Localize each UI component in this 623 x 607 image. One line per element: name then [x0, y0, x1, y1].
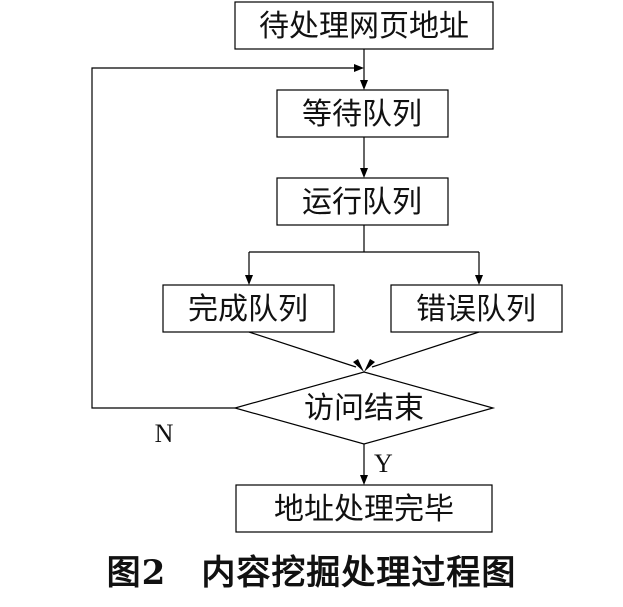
arrowhead-decision-left [353, 359, 364, 372]
node-error-queue-label: 错误队列 [416, 292, 536, 327]
edge-label-no: N [155, 419, 174, 448]
arrowhead-run [360, 168, 368, 178]
node-run-queue-box [276, 177, 449, 226]
arrowhead-done [245, 275, 253, 285]
edge-done-to-decision [248, 331, 357, 368]
node-start-box [234, 1, 494, 50]
node-decision-label: 访问结束 [304, 391, 424, 426]
node-run-queue-label: 运行队列 [302, 185, 422, 220]
node-done-queue-box [162, 284, 335, 333]
edge-no-loop [91, 67, 354, 409]
node-wait-queue-box [276, 89, 449, 138]
figure-caption: 图2 内容挖掘处理过程图 [106, 553, 517, 593]
node-error-queue-box [390, 284, 563, 333]
edge-error-to-decision [371, 331, 480, 368]
node-end-box [235, 484, 493, 533]
arrowhead-end [360, 475, 368, 485]
arrowhead-loop [354, 64, 364, 72]
edge-label-yes: Y [374, 449, 393, 478]
arrowhead-error [475, 275, 483, 285]
arrowhead-wait [360, 80, 368, 90]
flowchart: 待处理网页地址 等待队列 运行队列 完成队列 错误队列 访问结 [91, 1, 563, 533]
node-wait-queue-label: 等待队列 [302, 97, 422, 132]
node-end-label: 地址处理完毕 [274, 492, 454, 527]
node-start-label: 待处理网页地址 [259, 9, 469, 44]
node-done-queue-label: 完成队列 [188, 292, 308, 327]
arrowhead-decision-right [364, 359, 375, 372]
